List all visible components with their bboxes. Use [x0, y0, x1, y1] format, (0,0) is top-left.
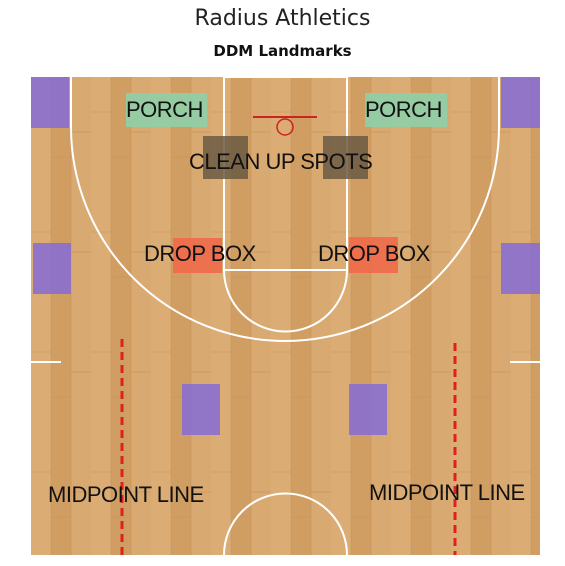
- rim: [276, 118, 294, 136]
- midpoint-line-label-left: MIDPOINT LINE: [48, 482, 204, 507]
- page-title: Radius Athletics: [194, 6, 371, 31]
- free-throw-circle: [223, 269, 348, 333]
- drop-box-zone-left: [173, 238, 222, 273]
- page-subtitle: DDM Landmarks: [213, 42, 352, 60]
- purple-block-right-slot: [349, 384, 387, 435]
- clean-up-spot-right: [323, 136, 368, 179]
- purple-block-top-right: [501, 77, 540, 128]
- center-circle: [223, 492, 348, 555]
- purple-block-right-wing: [501, 243, 540, 294]
- porch-zone-right: [365, 93, 447, 127]
- court-lines: [31, 77, 540, 555]
- midpoint-line-label-right: MIDPOINT LINE: [369, 480, 525, 505]
- purple-block-top-left: [31, 77, 69, 128]
- drop-box-label-left: DROP BOX: [144, 241, 256, 266]
- clean-up-spots-label: CLEAN UP SPOTS: [189, 149, 373, 174]
- court-drawing: [31, 77, 540, 555]
- porch-zone-left: [126, 93, 207, 127]
- drop-box-zone-right: [349, 237, 398, 273]
- three-point-line: [70, 77, 500, 342]
- basketball-court: PORCH PORCH CLEAN UP SPOTS DROP BOX DROP…: [31, 77, 540, 555]
- purple-block-left-wing: [33, 243, 71, 294]
- purple-block-left-slot: [182, 384, 220, 435]
- drop-box-label-right: DROP BOX: [318, 241, 430, 266]
- porch-label-left: PORCH: [126, 97, 203, 122]
- porch-label-right: PORCH: [365, 97, 442, 122]
- clean-up-spot-left: [203, 136, 248, 179]
